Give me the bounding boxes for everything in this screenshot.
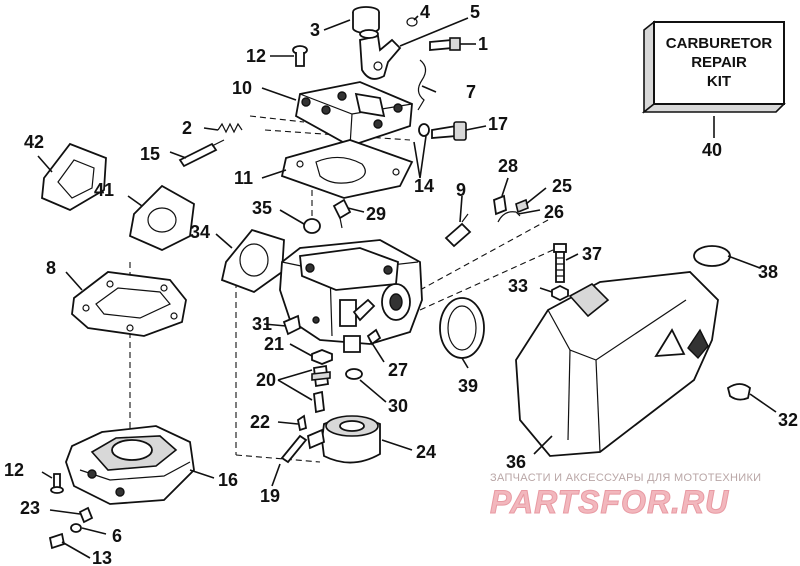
callout-40: 40: [702, 140, 722, 160]
part-8-gasket: [71, 271, 187, 337]
part-7-spring-clip: [417, 59, 427, 111]
part-22-pin: [296, 414, 308, 432]
callout-15: 15: [140, 144, 160, 164]
callout-12-bottom: 12: [4, 460, 24, 480]
callout-24: 24: [416, 442, 436, 462]
part-25-cap: [515, 198, 529, 214]
callout-34: 34: [190, 222, 210, 242]
part-5-fuel-inlet: [359, 29, 402, 80]
part-13-screw: [48, 532, 66, 550]
part-16-float-bowl: [65, 425, 195, 505]
callout-8: 8: [46, 258, 56, 278]
part-1-screw: [429, 37, 461, 51]
callout-29: 29: [366, 204, 386, 224]
callout-41: 41: [94, 180, 114, 200]
part-12-screw-top: [292, 45, 308, 67]
part-6-washer: [70, 523, 82, 533]
callout-35: 35: [252, 198, 272, 218]
part-11-gasket: [280, 139, 414, 199]
callout-9: 9: [456, 180, 466, 200]
callout-30: 30: [388, 396, 408, 416]
callout-14: 14: [414, 176, 434, 196]
repair-kit-box: [641, 20, 786, 114]
callout-10: 10: [232, 78, 252, 98]
callout-39: 39: [458, 376, 478, 396]
part-4-o-ring: [406, 17, 418, 27]
part-3-cap: [352, 6, 380, 34]
carburetor-body: [279, 239, 423, 353]
callout-2: 2: [182, 118, 192, 138]
part-34-gasket: [220, 228, 285, 294]
part-33-nut: [551, 284, 569, 302]
callout-13: 13: [92, 548, 112, 566]
callout-31: 31: [252, 314, 272, 334]
part-19-pin: [280, 434, 308, 464]
callout-21: 21: [264, 334, 284, 354]
callout-22: 22: [250, 412, 270, 432]
callout-12-top: 12: [246, 46, 266, 66]
part-30-o-ring: [345, 368, 363, 380]
callout-25: 25: [552, 176, 572, 196]
part-12-screw-bottom: [50, 473, 64, 494]
callout-27: 27: [388, 360, 408, 380]
callout-16: 16: [218, 470, 238, 490]
callout-26: 26: [544, 202, 564, 222]
part-9-fitting: [444, 213, 472, 248]
callout-28: 28: [498, 156, 518, 176]
callout-42: 42: [24, 132, 44, 152]
callout-7: 7: [466, 82, 476, 102]
part-38-clamp: [693, 245, 731, 267]
callout-numbers: 3 4 5 1 12 7 10 2 17 15 11 14 42 41 9 28…: [4, 2, 798, 566]
part-24-float: [306, 415, 381, 464]
part-37-bolt: [553, 243, 567, 283]
callout-33: 33: [508, 276, 528, 296]
part-26-clip: [497, 211, 521, 223]
watermark-logo: PARTSFOR.RU: [489, 484, 730, 521]
callout-20: 20: [256, 370, 276, 390]
part-32-plug: [726, 383, 751, 401]
callout-5: 5: [470, 2, 480, 22]
watermark-tagline: ЗАПЧАСТИ И АКСЕССУАРЫ ДЛЯ МОТОТЕХНИКИ: [490, 472, 762, 484]
part-21-nut: [311, 349, 333, 365]
callout-23: 23: [20, 498, 40, 518]
callout-38: 38: [758, 262, 778, 282]
callout-3: 3: [310, 20, 320, 40]
callout-6: 6: [112, 526, 122, 546]
callout-19: 19: [260, 486, 280, 506]
part-41-plate: [128, 184, 195, 251]
part-23-plug: [78, 506, 94, 524]
part-14-washer: [418, 123, 430, 137]
part-29-fitting: [332, 198, 352, 229]
leader-lines: [37, 15, 777, 559]
part-10-upper-body: [294, 81, 413, 147]
part-17-screw: [431, 121, 467, 141]
part-2-spring: [217, 122, 243, 134]
callout-4: 4: [420, 2, 430, 22]
part-36-silencer: [515, 271, 719, 457]
part-28-plug: [493, 194, 507, 216]
callout-36: 36: [506, 452, 526, 472]
part-39-gasket-ring: [439, 297, 485, 359]
repair-kit-label: CARBURETOR REPAIR KIT: [665, 35, 773, 90]
callout-32: 32: [778, 410, 798, 430]
callout-11: 11: [234, 168, 253, 188]
callout-1: 1: [478, 34, 488, 54]
callout-17: 17: [488, 114, 508, 134]
part-42-gasket: [41, 142, 107, 212]
part-20-jets: [311, 364, 331, 414]
part-15-needle: [178, 139, 225, 168]
callout-37: 37: [582, 244, 602, 264]
part-35-ring: [303, 218, 321, 234]
